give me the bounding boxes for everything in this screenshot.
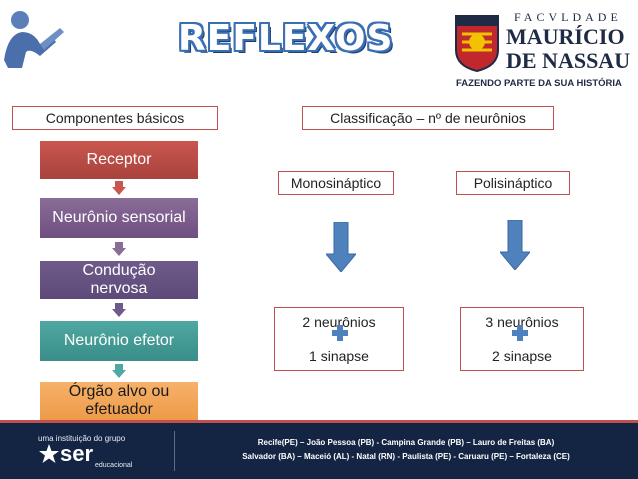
- footer-brand-sub: educacional: [95, 462, 133, 469]
- footer-divider: [0, 420, 638, 423]
- flow-step-effector-neuron: Neurônio efetor: [40, 321, 198, 361]
- footer-separator: [174, 431, 175, 471]
- person-figure-icon: [4, 11, 64, 68]
- slide-title: REFLEXOS: [178, 18, 394, 59]
- flow-step-nerve-conduction: Condução nervosa: [40, 261, 198, 299]
- logo-tagline: FAZENDO PARTE DA SUA HISTÓRIA: [456, 78, 622, 89]
- header-classification: Classificação – nº de neurônios: [302, 106, 554, 130]
- mono-synapses: 1 sinapse: [309, 348, 369, 364]
- footer-brand: ser: [60, 441, 94, 466]
- shield-icon: [455, 15, 499, 72]
- plus-icon: [512, 325, 528, 341]
- arrow-down-icon: [112, 364, 126, 378]
- arrow-down-icon: [112, 242, 126, 256]
- poli-label: Polisináptico: [456, 171, 570, 195]
- arrow-down-icon: [326, 222, 356, 272]
- poli-synapses: 2 sinapse: [492, 348, 552, 364]
- faculty-logo: FACVLDADE MAURÍCIO DE NASSAU FAZENDO PAR…: [452, 8, 632, 92]
- star-icon: [39, 444, 59, 463]
- logo-top-line: FACVLDADE: [514, 10, 622, 24]
- plus-icon: [332, 325, 348, 341]
- flow-step-sensory-neuron: Neurônio sensorial: [40, 198, 198, 238]
- poli-neurons: 3 neurônios: [485, 314, 559, 330]
- footer-cities-line2: Salvador (BA) – Maceió (AL) - Natal (RN)…: [242, 452, 570, 461]
- footer-cities-line1: Recife(PE) – João Pessoa (PB) - Campina …: [257, 438, 555, 447]
- arrow-down-icon: [112, 303, 126, 317]
- flow-step-receptor: Receptor: [40, 141, 198, 179]
- footer-institution: uma instituição do grupo: [38, 434, 126, 443]
- logo-name-line2: DE NASSAU: [506, 48, 631, 73]
- mono-result-box: 2 neurônios 1 sinapse: [274, 307, 404, 371]
- arrow-down-icon: [112, 181, 126, 195]
- poli-result-box: 3 neurônios 2 sinapse: [460, 307, 584, 371]
- footer-bar: uma instituição do grupo ser educacional…: [0, 423, 638, 479]
- flow-step-target-organ: Órgão alvo ou efetuador: [40, 382, 198, 420]
- mono-label: Monosináptico: [278, 171, 394, 195]
- mono-neurons: 2 neurônios: [302, 314, 376, 330]
- arrow-down-icon: [500, 220, 530, 270]
- logo-name-line1: MAURÍCIO: [506, 24, 625, 49]
- header-components: Componentes básicos: [12, 106, 218, 130]
